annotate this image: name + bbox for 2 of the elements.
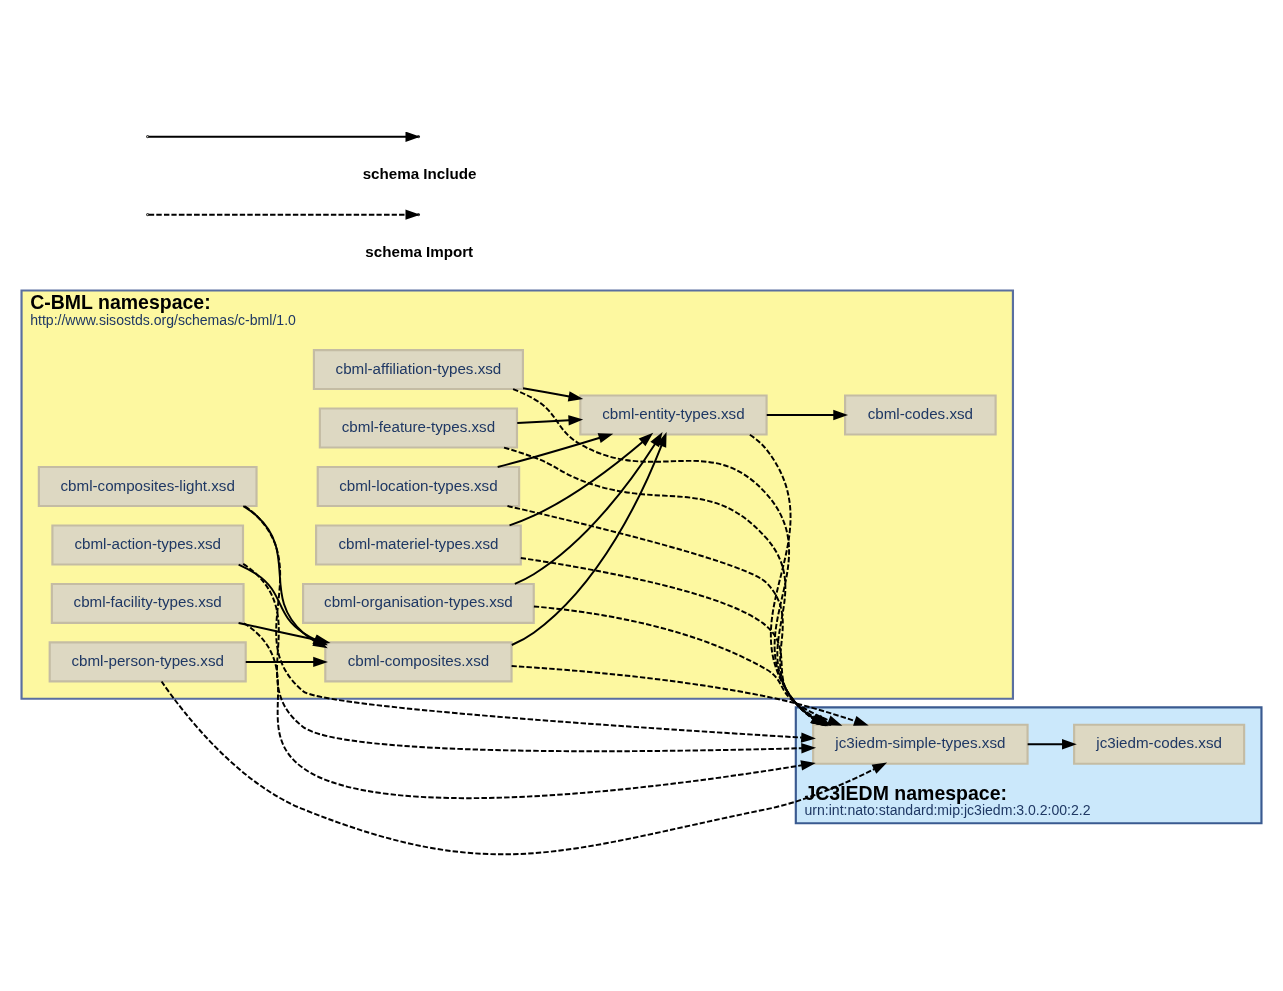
legend-label: schema Import [365, 242, 474, 260]
legend-label: schema Include [362, 164, 477, 182]
